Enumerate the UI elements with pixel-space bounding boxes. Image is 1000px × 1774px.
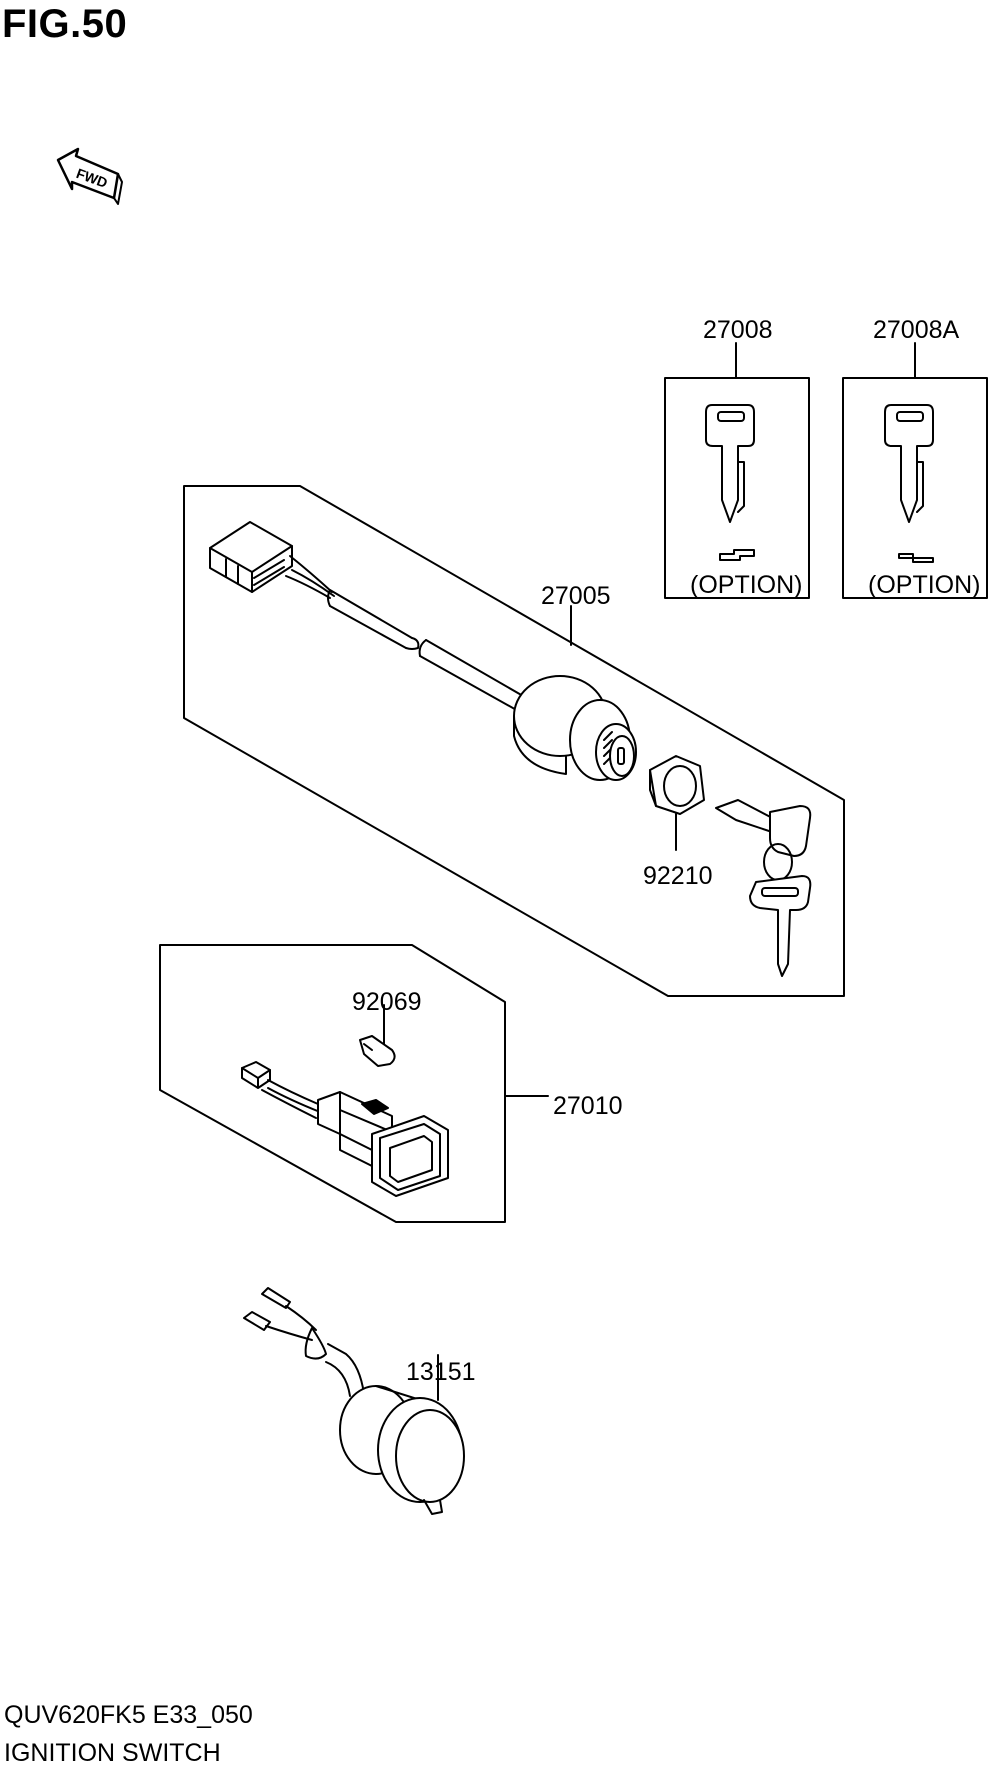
group-frame-27010 xyxy=(159,944,506,1223)
switch-27010 xyxy=(241,1061,449,1197)
ignition-switch-27005 xyxy=(209,521,812,977)
group-frame-27005 xyxy=(183,485,845,997)
part-number-92210: 92210 xyxy=(643,862,713,890)
wire-harness xyxy=(285,555,335,599)
model-code: QUV620FK5 E33_050 xyxy=(4,1701,253,1729)
part-number-92069: 92069 xyxy=(352,988,422,1016)
key-icon xyxy=(705,404,755,523)
bulb-92069 xyxy=(359,1004,396,1067)
key-tag-icon xyxy=(719,549,755,561)
part-number-27005: 27005 xyxy=(541,582,611,610)
option-key-box-27008A xyxy=(842,342,988,599)
option-note: (OPTION) xyxy=(868,571,981,599)
fwd-arrow-icon: FWD xyxy=(56,147,123,205)
key-tag-icon xyxy=(898,553,934,563)
part-number-27010: 27010 xyxy=(553,1092,623,1120)
connector-icon xyxy=(209,521,293,593)
option-note: (OPTION) xyxy=(690,571,803,599)
switch-keys xyxy=(715,799,812,977)
option-key-box-27008 xyxy=(664,342,810,599)
switch-body xyxy=(513,675,637,781)
key-icon xyxy=(884,404,934,523)
wire-sleeve xyxy=(327,589,413,649)
figure-title: FIG.50 xyxy=(2,2,128,46)
part-number-27008: 27008 xyxy=(703,316,773,344)
nut-92210 xyxy=(649,755,705,851)
part-number-27008A: 27008A xyxy=(873,316,960,344)
indicator-13151 xyxy=(243,1287,465,1515)
part-number-13151: 13151 xyxy=(406,1358,476,1386)
section-name: IGNITION SWITCH xyxy=(4,1739,221,1767)
